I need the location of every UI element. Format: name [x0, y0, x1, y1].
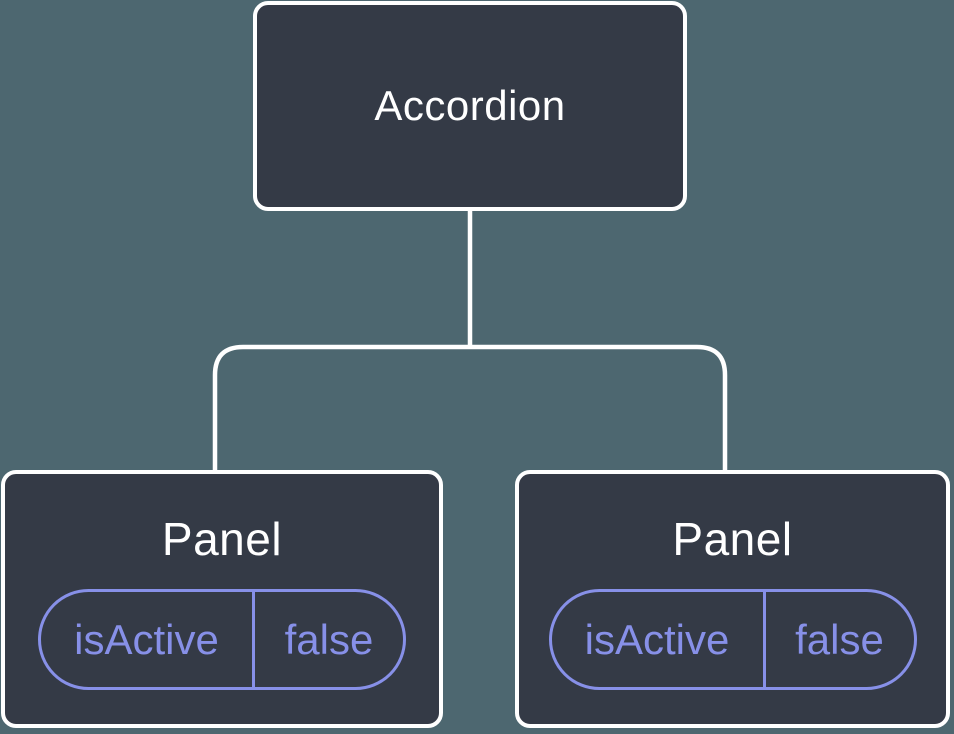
component-node-root: Accordion — [253, 1, 687, 211]
state-pill: isActive false — [38, 589, 406, 690]
component-node-panel-2: Panel isActive false — [515, 470, 950, 728]
connector-branch-bracket — [212, 344, 728, 471]
component-label: Panel — [672, 513, 793, 565]
component-node-panel-1: Panel isActive false — [1, 470, 443, 728]
component-label: Accordion — [374, 82, 566, 129]
state-pill: isActive false — [548, 589, 917, 690]
state-name: isActive — [552, 592, 766, 687]
component-label: Panel — [161, 513, 283, 565]
state-value: false — [795, 615, 884, 663]
state-name: isActive — [41, 592, 255, 687]
state-value: false — [284, 615, 374, 663]
